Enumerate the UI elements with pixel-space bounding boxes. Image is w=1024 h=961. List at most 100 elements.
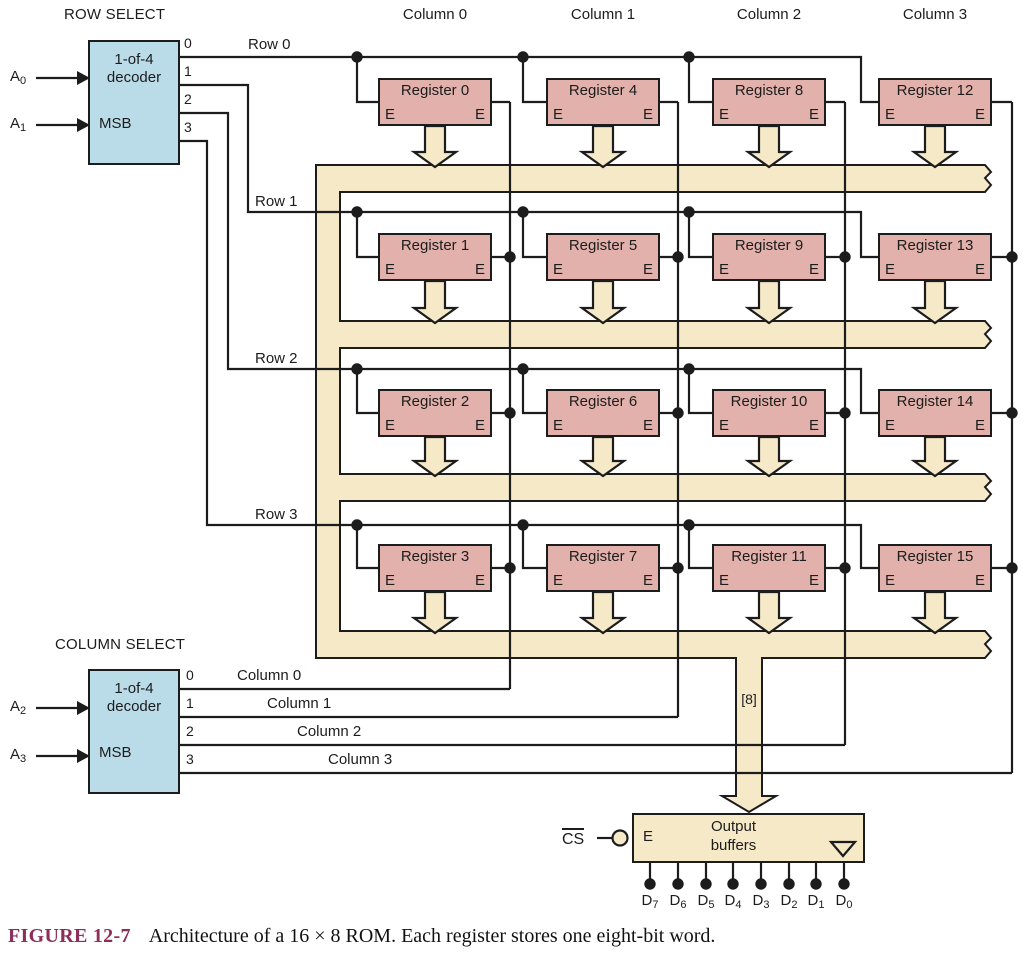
register-label: Register 12 — [896, 82, 974, 99]
address-input-a0: A0 — [10, 68, 26, 87]
junction-dot — [517, 206, 529, 218]
junction-dot — [672, 562, 684, 574]
enable-right-label: E — [974, 261, 985, 278]
junction-dot — [810, 878, 822, 890]
input-arrowheads — [77, 71, 90, 763]
junction-dot — [683, 363, 695, 375]
register-output-arrow — [744, 435, 794, 478]
enable-right-label: E — [808, 417, 819, 434]
junction-dot — [1006, 562, 1018, 574]
output-buffers-line1: Output — [710, 818, 757, 835]
input-arrowhead-icon — [77, 71, 90, 85]
junction-dot — [839, 407, 851, 419]
register-output-arrow — [910, 124, 960, 169]
register-output-arrow — [910, 279, 960, 325]
data-output-d3-base: D — [752, 892, 764, 909]
column-decoder-pin-2: 2 — [186, 723, 194, 739]
enable-left-label: E — [719, 417, 730, 434]
column-header-2: Column 2 — [736, 6, 802, 23]
junction-dot — [351, 363, 363, 375]
junction-dot — [351, 51, 363, 63]
register-output-arrow — [744, 124, 794, 169]
wire — [180, 83, 881, 259]
register-label: Register 10 — [730, 393, 808, 410]
input-arrowhead-icon — [77, 701, 90, 715]
wire — [355, 525, 381, 570]
wire — [521, 57, 549, 104]
junction-dot — [517, 519, 529, 531]
decoder-line2: decoder — [106, 698, 162, 716]
register-output-arrow — [410, 590, 460, 635]
register-output-arrow — [910, 590, 960, 635]
register-output-arrow — [910, 435, 960, 478]
junction-dot — [351, 519, 363, 531]
junction-dot — [672, 251, 684, 263]
junction-dot — [517, 363, 529, 375]
column-line-label-1: Column 1 — [267, 695, 332, 712]
junction-dot — [839, 251, 851, 263]
column-decoder-pin-1: 1 — [186, 695, 194, 711]
register-output-arrow — [744, 590, 794, 635]
wire — [521, 525, 549, 570]
wire — [355, 369, 381, 415]
enable-left-label: E — [719, 572, 730, 589]
input-arrowhead-icon — [77, 118, 90, 132]
tristate-triangle-icon — [828, 840, 858, 858]
register-output-arrow — [578, 590, 628, 635]
wire — [355, 212, 381, 259]
junction-dots — [351, 51, 1018, 890]
column-header-3: Column 3 — [902, 6, 968, 23]
address-input-a2-base: A — [10, 698, 21, 715]
enable-right-label: E — [474, 261, 485, 278]
register-label: Register 14 — [896, 393, 974, 410]
junction-dot — [1006, 407, 1018, 419]
register-label: Register 11 — [731, 548, 807, 565]
data-output-d1: D1 — [801, 892, 831, 911]
register-label: Register 8 — [734, 82, 804, 99]
bus-width-label: [8] — [741, 691, 757, 707]
enable-left-label: E — [553, 261, 564, 278]
address-input-a2-subscript: 2 — [20, 705, 27, 717]
register-output-arrow — [410, 279, 460, 325]
decoder-line1: 1-of-4 — [114, 680, 154, 697]
input-arrowhead-icon — [77, 749, 90, 763]
junction-dot — [672, 878, 684, 890]
wire — [687, 57, 715, 104]
address-input-a3: A3 — [10, 746, 26, 765]
junction-dot — [644, 878, 656, 890]
column-line-label-2: Column 2 — [297, 723, 362, 740]
enable-left-label: E — [719, 261, 730, 278]
enable-right-label: E — [974, 106, 985, 123]
junction-dot — [700, 878, 712, 890]
decoder-line1: 1-of-4 — [114, 51, 154, 68]
register-output-arrows — [410, 124, 960, 635]
address-input-a2: A2 — [10, 698, 27, 717]
active-low-bubble-icon — [611, 829, 629, 847]
enable-left-label: E — [385, 417, 396, 434]
data-output-d2-subscript: 2 — [791, 899, 798, 911]
data-output-d7-subscript: 7 — [652, 899, 659, 911]
enable-left-label: E — [553, 417, 564, 434]
cs-text: CS — [562, 828, 585, 849]
column-line-label-3: Column 3 — [328, 751, 393, 768]
junction-dot — [838, 878, 850, 890]
enable-right-label: E — [642, 417, 653, 434]
register-label: Register 1 — [400, 237, 470, 254]
junction-dot — [504, 407, 516, 419]
address-input-a1-base: A — [10, 115, 21, 132]
junction-dot — [683, 51, 695, 63]
